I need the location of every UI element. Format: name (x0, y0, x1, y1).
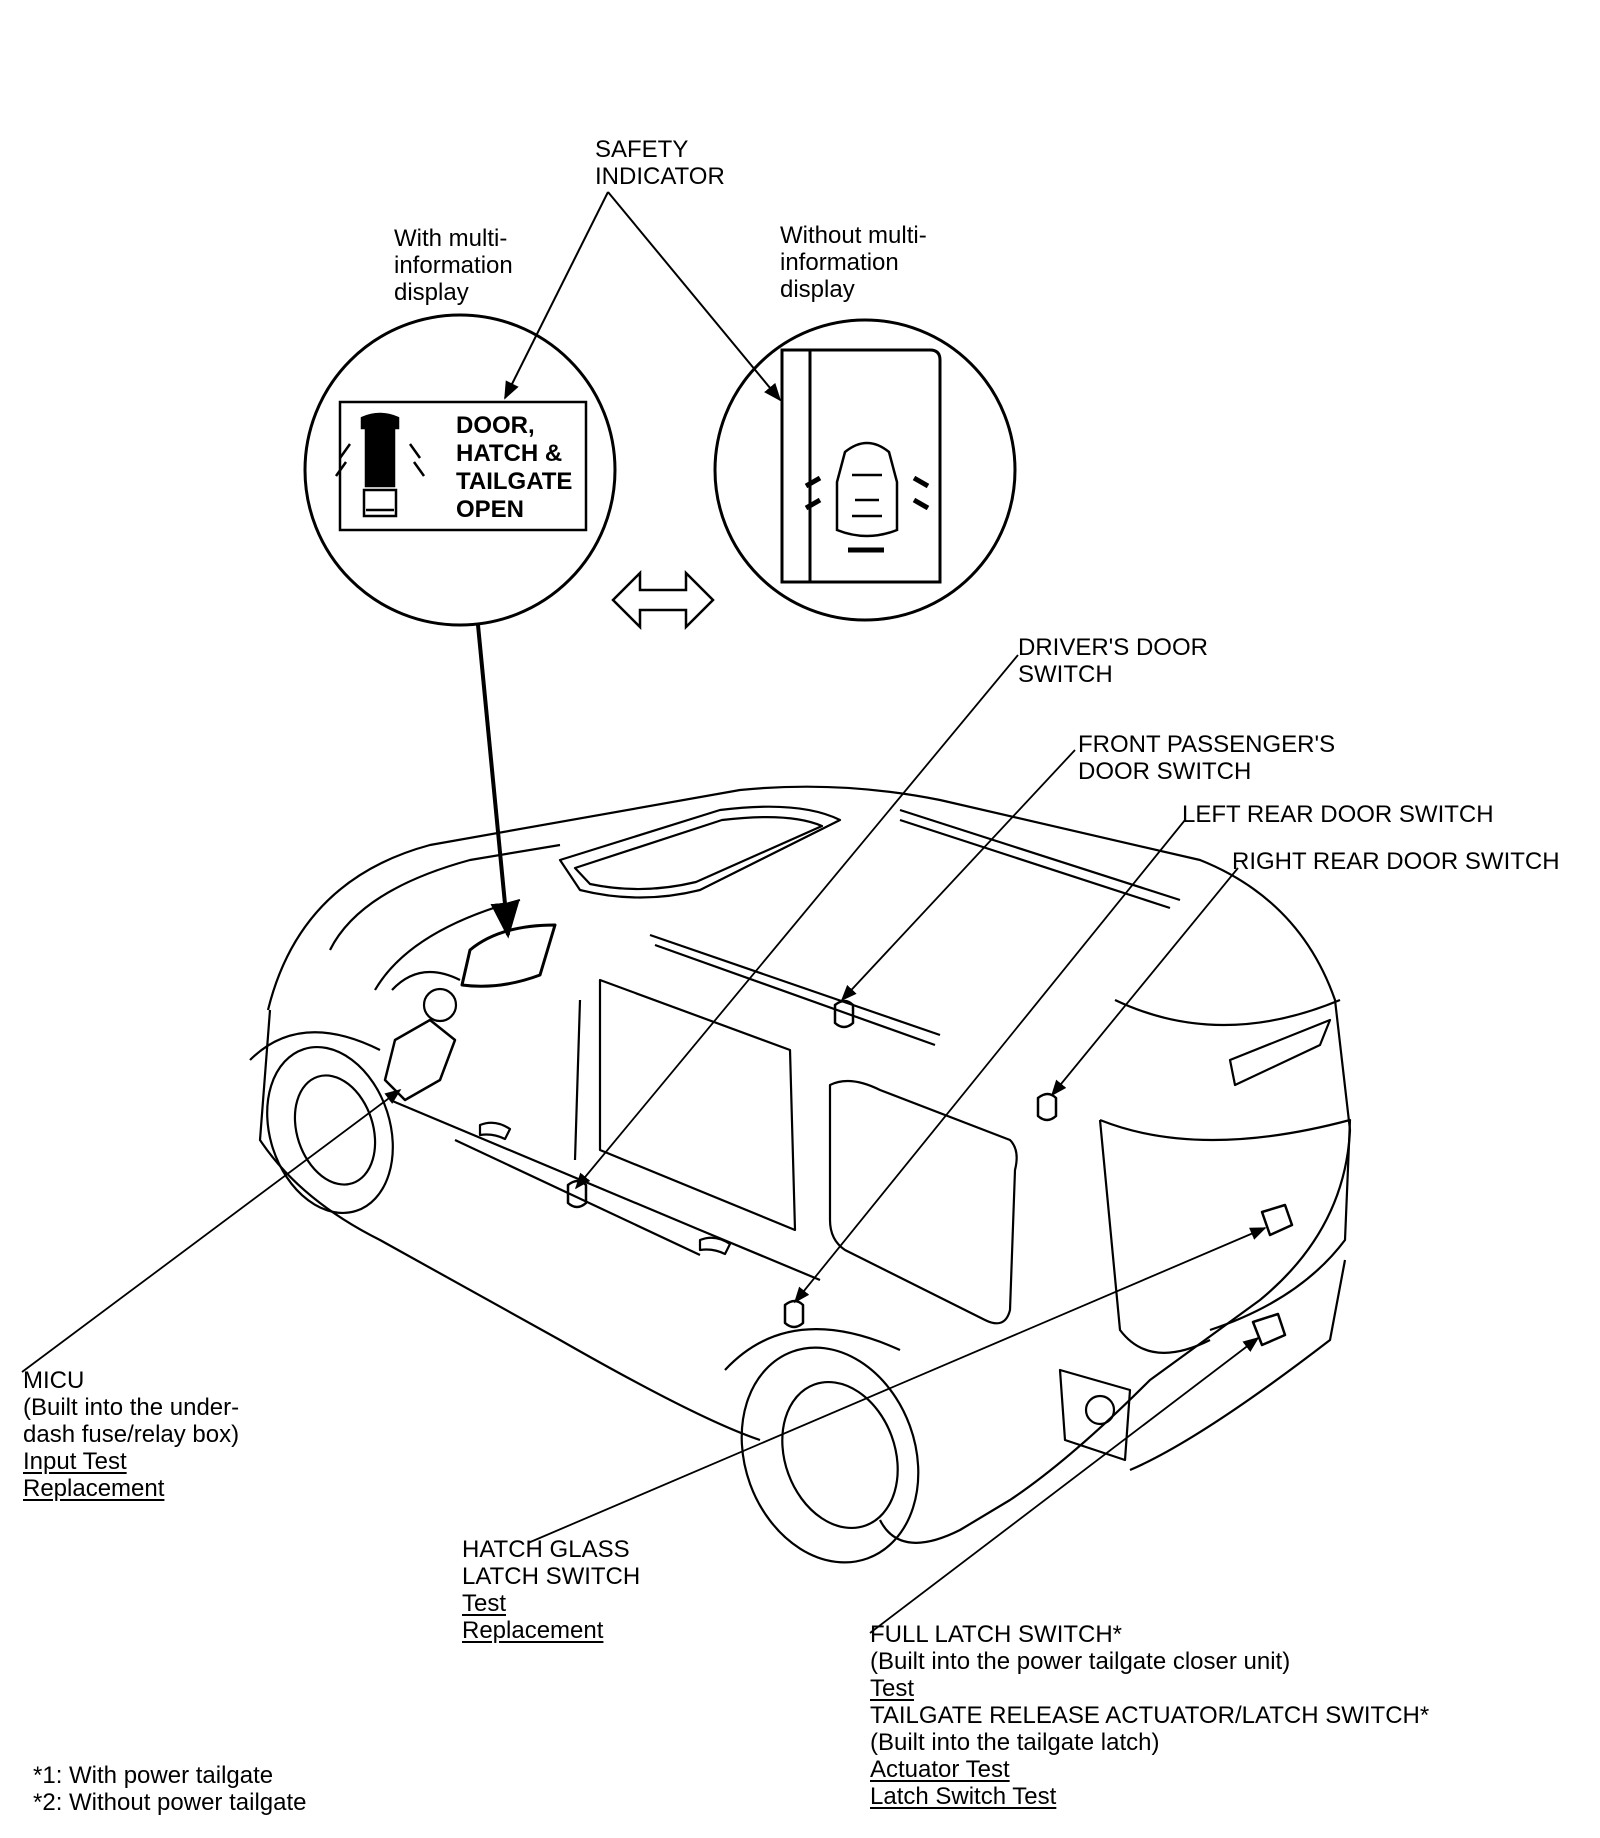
without-mid-label: Without multi- information display (780, 222, 927, 303)
micu-replacement-link[interactable]: Replacement (23, 1475, 165, 1502)
safety-indicator-label: SAFETY INDICATOR (595, 136, 725, 190)
component-leaders (21, 654, 1267, 1634)
without-mid-line-3: display (780, 276, 855, 303)
with-mid-line-3: display (394, 279, 469, 306)
micu-line-3: dash fuse/relay box) (23, 1421, 240, 1448)
hatch-glass-line-1: HATCH GLASS (462, 1536, 630, 1563)
front-passenger-line-1: FRONT PASSENGER'S (1078, 731, 1336, 758)
display-inset-without-mid (713, 318, 1017, 622)
vehicle-illustration (249, 785, 1352, 1564)
micu-line-2: (Built into the under- (23, 1394, 240, 1421)
full-latch-test-link[interactable]: Test (870, 1675, 915, 1702)
display-message-line-3: TAILGATE (456, 468, 573, 495)
car-doors-open-icon (334, 412, 426, 518)
full-latch-switch-label: FULL LATCH SWITCH* (Built into the power… (870, 1621, 1429, 1810)
micu-input-test-link[interactable]: Input Test (23, 1448, 127, 1475)
safety-indicator-line-1: SAFETY (595, 136, 689, 163)
hatch-glass-replacement-link[interactable]: Replacement (462, 1617, 604, 1644)
left-rear-line-1: LEFT REAR DOOR SWITCH (1182, 801, 1494, 828)
tailgate-release-title: TAILGATE RELEASE ACTUATOR/LATCH SWITCH* (870, 1702, 1430, 1729)
with-mid-line-2: information (394, 252, 513, 279)
front-passenger-line-2: DOOR SWITCH (1078, 758, 1252, 785)
front-passenger-door-switch-label: FRONT PASSENGER'S DOOR SWITCH (1078, 731, 1335, 785)
without-mid-line-1: Without multi- (780, 222, 927, 249)
display-message-line-4: OPEN (456, 496, 525, 523)
footnote-2: *2: Without power tailgate (33, 1789, 307, 1816)
latch-switch-test-link[interactable]: Latch Switch Test (870, 1783, 1057, 1810)
hatch-glass-line-2: LATCH SWITCH (462, 1563, 641, 1590)
left-rear-door-switch-label: LEFT REAR DOOR SWITCH (1182, 801, 1494, 828)
full-latch-title: FULL LATCH SWITCH* (870, 1621, 1123, 1648)
hatch-glass-latch-switch-label: HATCH GLASS LATCH SWITCH Test Replacemen… (462, 1536, 640, 1644)
car-indicator-icon (804, 441, 930, 553)
display-message-line-2: HATCH & (456, 440, 563, 467)
alternative-arrow-icon (611, 569, 715, 631)
right-rear-door-switch-label: RIGHT REAR DOOR SWITCH (1232, 848, 1560, 875)
display-message: DOOR, HATCH & TAILGATE OPEN (456, 412, 572, 524)
safety-indicator-line-2: INDICATOR (595, 163, 725, 190)
actuator-test-link[interactable]: Actuator Test (870, 1756, 1010, 1783)
full-latch-note: (Built into the power tailgate closer un… (870, 1648, 1291, 1675)
tailgate-release-note: (Built into the tailgate latch) (870, 1729, 1160, 1756)
display-inset-with-mid (303, 313, 617, 627)
hatch-glass-test-link[interactable]: Test (462, 1590, 507, 1617)
micu-line-1: MICU (23, 1367, 85, 1394)
drivers-door-line-1: DRIVER'S DOOR (1018, 634, 1208, 661)
footnote-1: *1: With power tailgate (33, 1762, 274, 1789)
safety-indicator-leaders (504, 191, 782, 402)
footnotes: *1: With power tailgate *2: Without powe… (33, 1762, 306, 1816)
right-rear-line-1: RIGHT REAR DOOR SWITCH (1232, 848, 1560, 875)
micu-label: MICU (Built into the under- dash fuse/re… (23, 1367, 239, 1502)
display-message-line-1: DOOR, (456, 412, 535, 439)
drivers-door-switch-label: DRIVER'S DOOR SWITCH (1018, 634, 1208, 688)
without-mid-line-2: information (780, 249, 899, 276)
with-mid-label: With multi- information display (394, 225, 513, 306)
display-location-arrow (476, 624, 520, 939)
with-mid-line-1: With multi- (394, 225, 508, 252)
drivers-door-line-2: SWITCH (1018, 661, 1113, 688)
